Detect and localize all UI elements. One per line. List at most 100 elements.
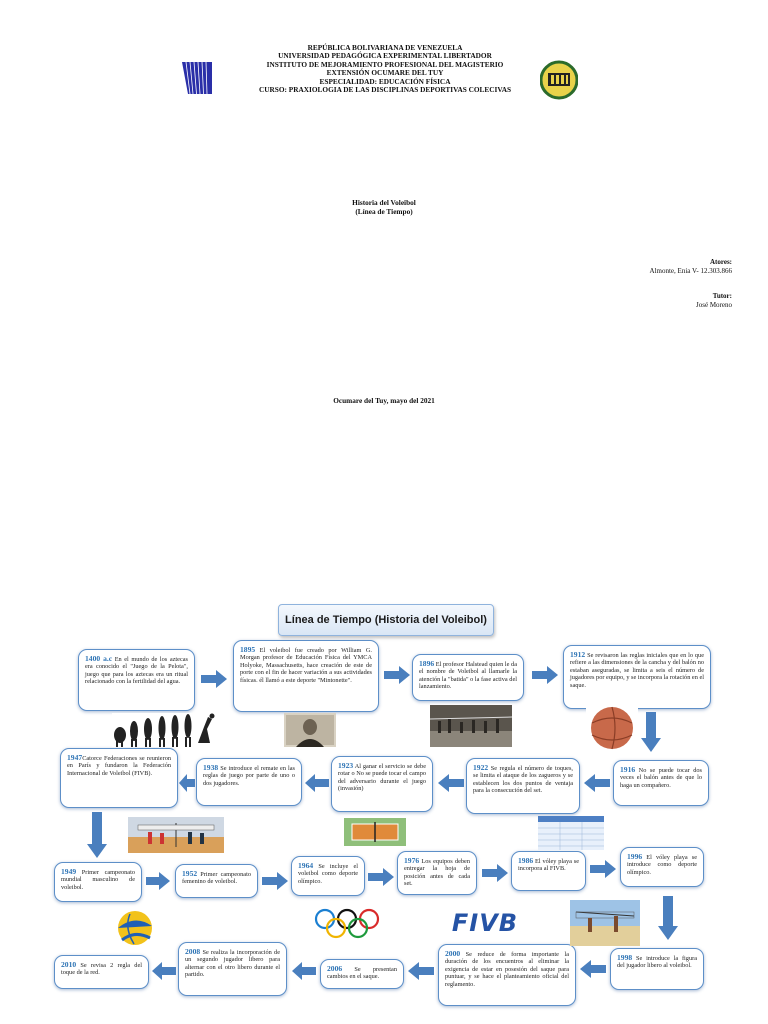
event-text: Primer campeonato femenino de voleibol.: [182, 871, 251, 886]
event-text: El voleibol fue creado por William G. Mo…: [240, 647, 372, 684]
arrow-right-icon: [146, 872, 170, 890]
event-year: 1986: [518, 856, 534, 865]
tutor-block: Tutor: José Moreno: [560, 292, 732, 310]
event-1895: 1895 El voleibol fue creado por William …: [233, 640, 379, 712]
event-1986: 1986 El vóley playa se incorpora al FIVB…: [511, 851, 586, 891]
event-text: No se puede tocar dos veces el balón ant…: [620, 767, 702, 789]
header-line: EXTENSIÓN OCUMARE DEL TUY: [326, 68, 444, 78]
event-text: Se reduce de forma importante la duració…: [445, 951, 569, 988]
arrow-right-icon: [384, 666, 410, 684]
event-year: 1996: [627, 852, 643, 861]
event-text: El vóley playa se introduce como deporte…: [627, 854, 697, 876]
event-text: Se presentan cambios en el saque.: [327, 966, 397, 981]
event-text: Se revisaron las reglas iniciales que en…: [570, 652, 704, 689]
title-line: Historia del Voleibol: [352, 198, 416, 207]
event-year: 2000: [445, 949, 461, 958]
document-title: Historia del Voleibol (Línea de Tiempo): [284, 198, 484, 216]
event-1923: 1923 Al ganar el servicio se debe rotar …: [331, 756, 433, 812]
event-text: Se introduce el remate en las reglas de …: [203, 765, 295, 787]
event-1996: 1996 El vóley playa se introduce como de…: [620, 847, 704, 887]
ipmp-logo: [539, 60, 579, 100]
event-text: En el mundo de los aztecas era conocido …: [85, 656, 188, 686]
event-1949: 1949 Primer campeonato mundial masculino…: [54, 862, 142, 902]
event-year: 1916: [620, 765, 636, 774]
event-1976: 1976 Los equipos deben entregar la hoja …: [397, 851, 477, 895]
tutor-name: José Moreno: [696, 301, 732, 309]
leather-ball-image: [586, 705, 638, 751]
event-2006: 2006 Se presentan cambios en el saque.: [320, 959, 404, 989]
tutor-label: Tutor:: [712, 292, 732, 300]
position-sheet-image: [538, 816, 604, 850]
arrow-left-icon: [179, 774, 195, 792]
arrow-left-icon: [438, 774, 464, 792]
event-text: El profesor Halstead quien le da el nomb…: [419, 661, 517, 691]
arrow-right-icon: [590, 860, 616, 878]
event-text: Se regula el número de toques, se limita…: [473, 765, 573, 795]
fivb-logo-text: FIVB: [451, 909, 519, 937]
event-1964: 1964 Se incluye el voleibol como deporte…: [291, 856, 365, 896]
subtitle-line: (Línea de Tiempo): [355, 207, 413, 216]
event-1916: 1916 No se puede tocar dos veces el baló…: [613, 760, 709, 806]
event-year: 2006: [327, 964, 343, 973]
institution-header: REPÚBLICA BOLIVARIANA DE VENEZUELA UNIVE…: [200, 43, 570, 95]
event-year: 1952: [182, 869, 198, 878]
header-line: UNIVERSIDAD PEDAGÓGICA EXPERIMENTAL LIBE…: [278, 51, 492, 61]
arrow-down-icon: [641, 712, 661, 752]
arrow-left-icon: [152, 962, 176, 980]
court-diagram-image: [344, 818, 406, 846]
event-text: El vóley playa se incorpora al FIVB.: [518, 858, 579, 873]
authors-label: Atores:: [709, 258, 732, 266]
event-year: 2010: [61, 960, 77, 969]
event-year: 1923: [338, 761, 354, 770]
event-2010: 2010 Se revisa 2 regla del toque de la r…: [54, 955, 149, 989]
arrow-right-icon: [262, 872, 288, 890]
arrow-left-icon: [584, 774, 610, 792]
event-year: 1976: [404, 856, 420, 865]
event-year: 1949: [61, 867, 77, 876]
arrow-down-icon: [658, 896, 678, 940]
volleyball-ball-image: [112, 910, 158, 946]
authors-name: Almonte, Enia V- 12.303.866: [649, 267, 732, 275]
event-1896: 1896 El profesor Halstead quien le da el…: [412, 654, 524, 701]
authors-block: Atores: Almonte, Enia V- 12.303.866: [560, 258, 732, 276]
event-1947: 1947Catorce Federaciones se reunieron en…: [60, 748, 178, 808]
arrow-right-icon: [201, 670, 227, 688]
arrow-left-icon: [292, 962, 316, 980]
event-year: 1998: [617, 953, 633, 962]
timeline-title: Línea de Tiempo (Historia del Voleibol): [278, 604, 494, 636]
upel-logo: [180, 60, 214, 96]
event-year: 1938: [203, 763, 219, 772]
event-year: 1400 a.c: [85, 654, 113, 663]
header-line: ESPECIALIDAD: EDUCACIÓN FÍSICA: [319, 76, 451, 86]
event-text: Los equipos deben entregar la hoja de po…: [404, 858, 470, 888]
old-team-photo: [430, 705, 512, 747]
olympic-rings-image: [305, 904, 389, 942]
event-year: 1922: [473, 763, 489, 772]
event-text: Al ganar el servicio se debe rotar o No …: [338, 763, 426, 793]
event-text: Se incluye el voleibol como deporte olím…: [298, 863, 358, 885]
header-line: INSTITUTO DE MEJORAMIENTO PROFESIONAL DE…: [266, 59, 504, 69]
event-year: 1895: [240, 645, 256, 654]
event-text: Primer campeonato mundial masculino de v…: [61, 869, 135, 891]
arrow-right-icon: [368, 868, 394, 886]
evolution-silhouettes-image: [112, 713, 216, 747]
event-2008: 2008 Se realiza la incorporación de un s…: [178, 942, 287, 996]
header-line: CURSO: PRAXIOLOGIA DE LAS DISCIPLINAS DE…: [258, 85, 512, 95]
event-text: Se realiza la incorporación de un segund…: [185, 949, 280, 979]
arrow-down-icon: [87, 812, 107, 858]
arrow-right-icon: [532, 666, 558, 684]
event-year: 1964: [298, 861, 314, 870]
beach-volley-image: [570, 900, 640, 946]
event-year: 1896: [419, 659, 435, 668]
event-year: 1947: [67, 753, 83, 762]
arrow-left-icon: [305, 774, 329, 792]
event-year: 2008: [185, 947, 201, 956]
event-text: Se revisa 2 regla del toque de la red.: [61, 962, 142, 977]
event-1952: 1952 Primer campeonato femenino de volei…: [175, 864, 258, 898]
event-year: 1912: [570, 650, 586, 659]
header-line: REPÚBLICA BOLIVARIANA DE VENEZUELA: [307, 43, 463, 52]
arrow-right-icon: [482, 864, 508, 882]
event-1922: 1922 Se regula el número de toques, se l…: [466, 758, 580, 814]
arrow-left-icon: [408, 962, 434, 980]
event-1912: 1912 Se revisaron las reglas iniciales q…: [563, 645, 711, 709]
